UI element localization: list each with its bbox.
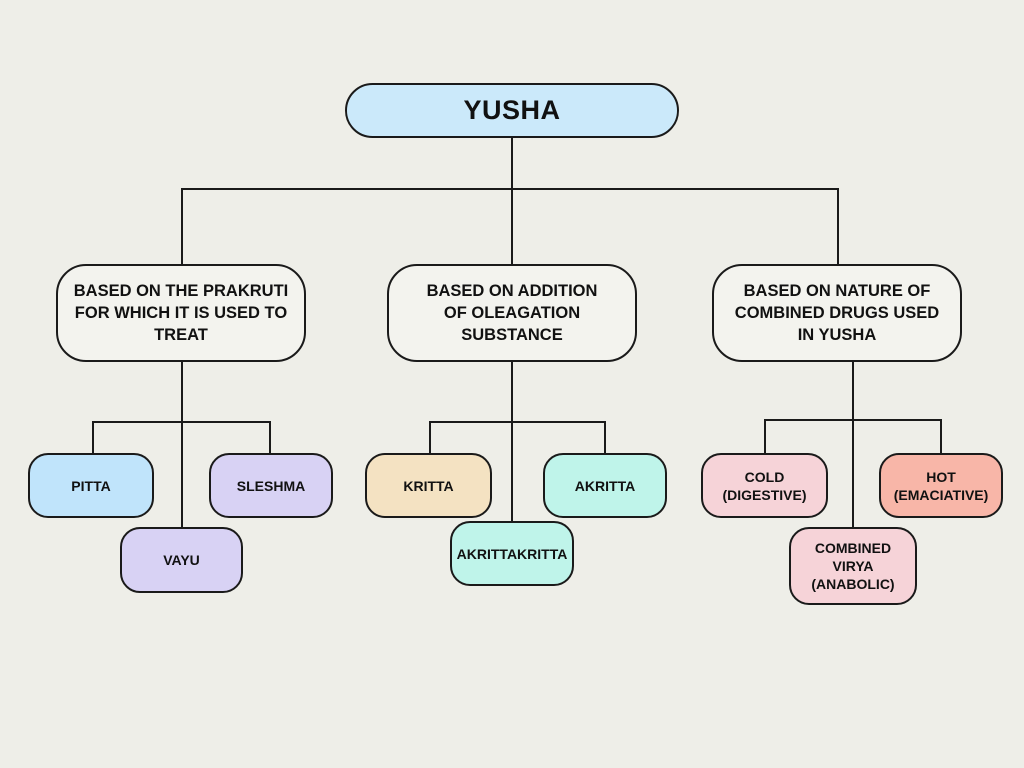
leaf-node-akritta: AKRITTA xyxy=(543,453,667,518)
leaf-node-hot: HOT (EMACIATIVE) xyxy=(879,453,1003,518)
leaf-label: PITTA xyxy=(71,477,111,494)
leaf-node-pitta: PITTA xyxy=(28,453,154,518)
category-node-prakruti: BASED ON THE PRAKRUTI FOR WHICH IT IS US… xyxy=(56,264,306,362)
leaf-label: KRITTA xyxy=(403,477,454,494)
root-node-yusha: YUSHA xyxy=(345,83,679,138)
leaf-label: HOT (EMACIATIVE) xyxy=(893,468,989,503)
leaf-node-combined-virya: COMBINED VIRYA (ANABOLIC) xyxy=(789,527,917,605)
leaf-label: COMBINED VIRYA (ANABOLIC) xyxy=(811,540,895,592)
category-node-drug-nature: BASED ON NATURE OF COMBINED DRUGS USED I… xyxy=(712,264,962,362)
leaf-label: SLESHMA xyxy=(236,477,306,494)
leaf-node-kritta: KRITTA xyxy=(365,453,492,518)
leaf-label: COLD (DIGESTIVE) xyxy=(722,468,807,503)
leaf-node-vayu: VAYU xyxy=(120,527,243,593)
leaf-label: VAYU xyxy=(163,552,200,568)
leaf-node-sleshma: SLESHMA xyxy=(209,453,333,518)
category-label: BASED ON THE PRAKRUTI FOR WHICH IT IS US… xyxy=(73,282,289,344)
leaf-node-akrittakritta: AKRITTAKRITTA xyxy=(450,521,574,586)
leaf-label: AKRITTA xyxy=(574,477,636,494)
leaf-node-cold: COLD (DIGESTIVE) xyxy=(701,453,828,518)
leaf-label: AKRITTAKRITTA xyxy=(456,545,568,562)
category-label: BASED ON NATURE OF COMBINED DRUGS USED I… xyxy=(734,282,940,344)
category-node-oleagation: BASED ON ADDITION OF OLEAGATION SUBSTANC… xyxy=(387,264,637,362)
category-label: BASED ON ADDITION OF OLEAGATION SUBSTANC… xyxy=(426,282,598,344)
root-label: YUSHA xyxy=(463,95,561,125)
